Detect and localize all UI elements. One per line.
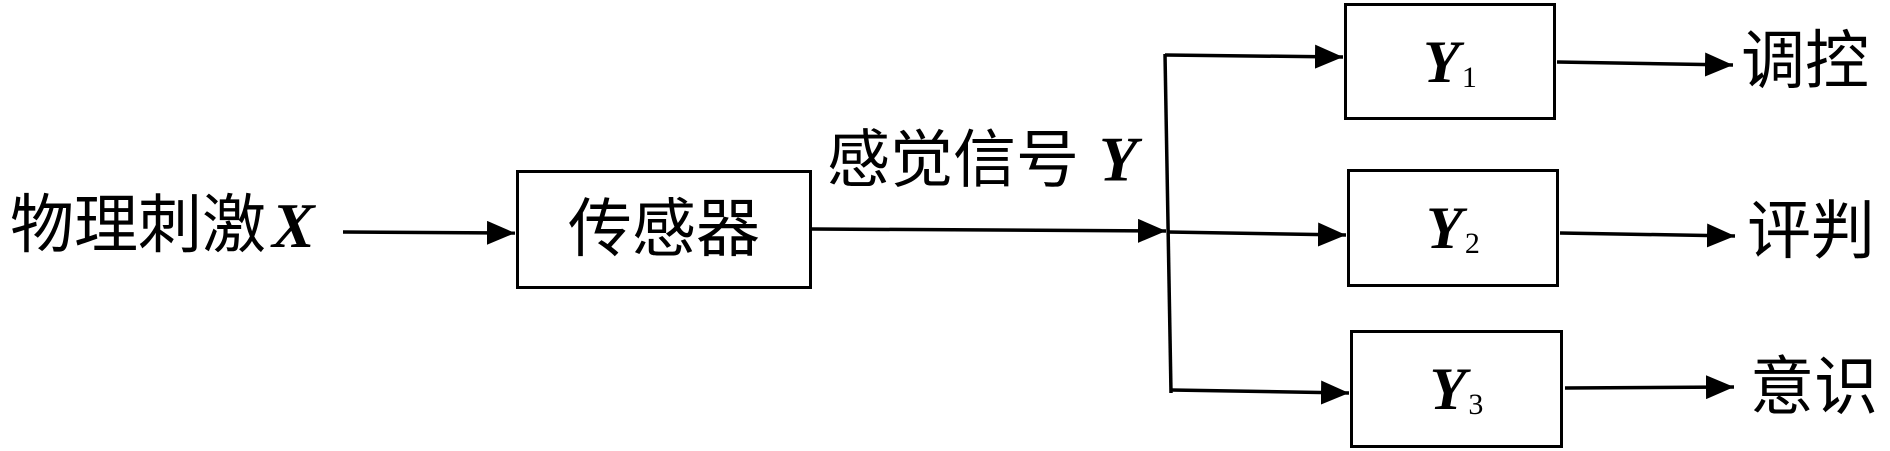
y1-box: Y 1	[1344, 3, 1556, 120]
signal-label: 感觉信号 Y	[827, 123, 1138, 197]
output-1-arrow	[1556, 52, 1734, 77]
output-3-label: 意识	[1750, 356, 1878, 420]
sensor-box: 传感器	[516, 170, 812, 289]
signal-variable: Y	[1099, 124, 1138, 195]
y2-box: Y 2	[1347, 169, 1559, 287]
input-to-sensor-arrow	[342, 220, 516, 245]
y3-variable: Y	[1429, 356, 1467, 422]
input-stimulus-label: 物理刺激 X	[10, 189, 315, 263]
y3-subscript: 3	[1468, 388, 1484, 421]
y2-variable: Y	[1426, 195, 1463, 261]
output-2-text: 评判	[1747, 195, 1875, 269]
output-2-arrow	[1559, 223, 1736, 248]
branch-1-arrow	[1164, 44, 1344, 69]
output-3-text: 意识	[1750, 351, 1878, 425]
input-label-text: 物理刺激	[10, 189, 266, 263]
input-variable: X	[272, 190, 315, 261]
y3-box: Y 3	[1350, 330, 1563, 448]
signal-label-text: 感觉信号	[827, 123, 1079, 197]
y1-symbol: Y 1	[1423, 28, 1477, 95]
output-2-label: 评判	[1747, 200, 1875, 264]
sensor-label: 传感器	[568, 192, 760, 267]
output-1-text: 调控	[1741, 25, 1869, 99]
branch-3-arrow	[1170, 380, 1350, 405]
y2-subscript: 2	[1464, 227, 1480, 260]
y2-symbol: Y 2	[1426, 195, 1480, 261]
y1-subscript: 1	[1461, 60, 1477, 94]
output-3-arrow	[1564, 375, 1735, 400]
sensor-to-junction-arrow	[811, 218, 1167, 243]
junction-vertical-line	[1163, 53, 1173, 394]
output-1-label: 调控	[1741, 30, 1869, 94]
branch-2-arrow	[1167, 222, 1347, 247]
y3-symbol: Y 3	[1429, 356, 1484, 422]
y1-variable: Y	[1423, 28, 1460, 95]
